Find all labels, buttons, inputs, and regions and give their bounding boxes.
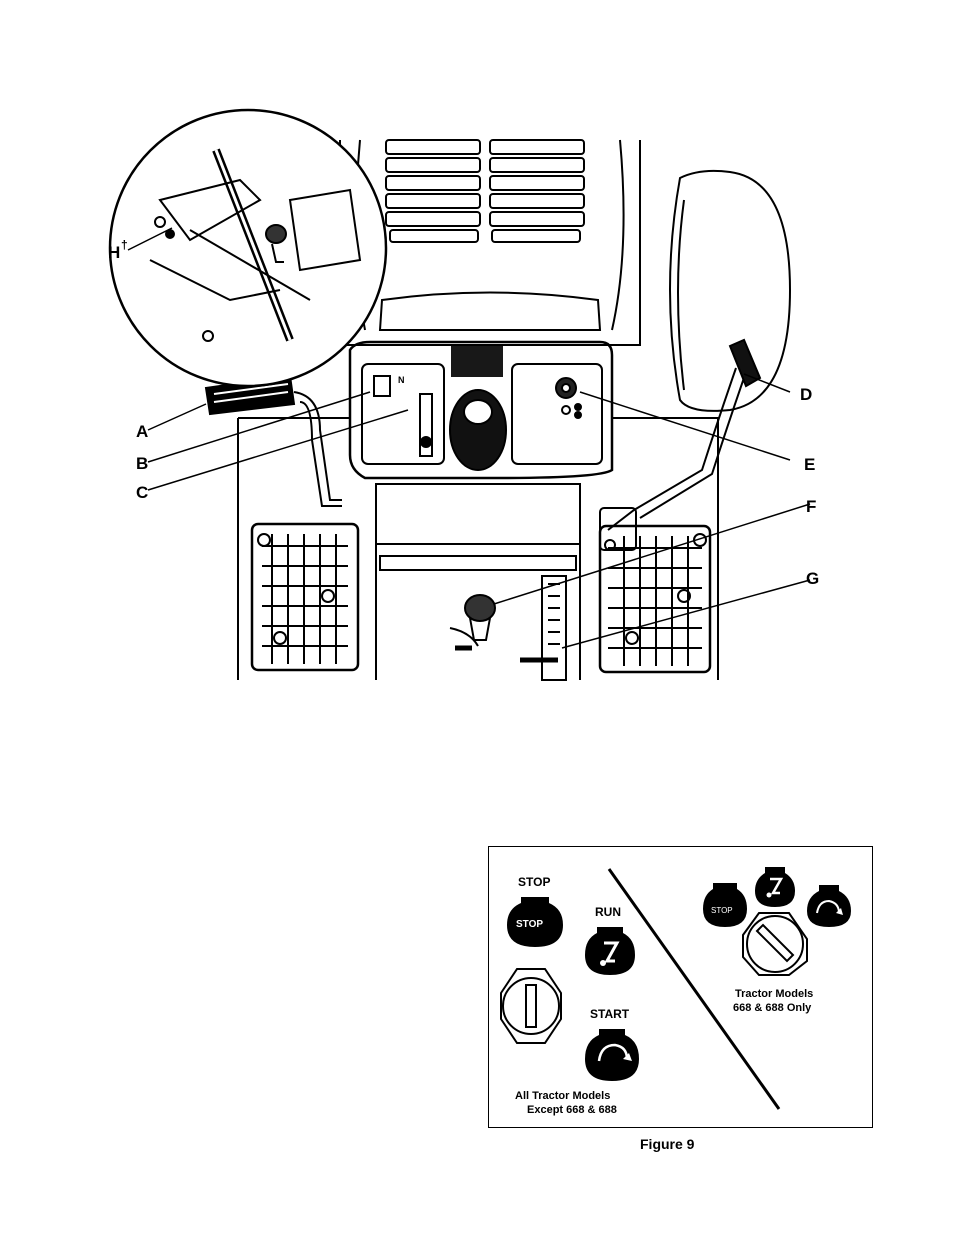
attachment-lift-lever (600, 340, 760, 550)
callout-f: F (806, 497, 816, 516)
callout-g: G (806, 569, 819, 588)
stop-icon-small-text: STOP (711, 906, 733, 915)
right-footrest (600, 526, 710, 672)
inset-detail-circle (110, 110, 386, 386)
right-caption-line1: Tractor Models (735, 988, 813, 1000)
figure-9-ignition-diagram: STOP STOP RUN START All Tractor Models E… (488, 846, 873, 1128)
neutral-mark: N (398, 375, 405, 385)
clutch-brake-pedal (206, 376, 342, 506)
key-switch-icon-small (743, 913, 807, 975)
left-caption-line1: All Tractor Models (515, 1090, 610, 1102)
left-caption-line2: Except 668 & 688 (527, 1104, 617, 1116)
callout-h: H (108, 243, 120, 262)
stop-label: STOP (518, 875, 550, 889)
callout-a: A (136, 422, 148, 441)
callout-b: B (136, 454, 148, 473)
callout-c: C (136, 483, 148, 502)
callout-h-dagger: † (121, 238, 128, 252)
pto-knob (450, 595, 495, 648)
callout-e: E (804, 455, 815, 474)
callout-d: D (800, 385, 812, 404)
key-switch-icon (501, 969, 561, 1043)
run-label: RUN (595, 905, 621, 919)
start-label: START (590, 1007, 630, 1021)
stop-icon-text: STOP (516, 919, 543, 930)
right-caption-line2: 668 & 688 Only (733, 1002, 812, 1014)
height-adjust-rack (520, 576, 566, 680)
start-icon (585, 1029, 639, 1081)
figure-caption: Figure 9 (640, 1136, 694, 1152)
run-icon-small (755, 867, 795, 907)
left-footrest (252, 524, 358, 670)
run-icon (585, 927, 635, 975)
hood-grille (386, 140, 584, 242)
tractor-controls-illustration: N A B C D E F G H † (0, 0, 954, 700)
start-icon-small (807, 885, 851, 927)
stop-icon-small (703, 883, 747, 927)
front-wheel (670, 171, 790, 411)
